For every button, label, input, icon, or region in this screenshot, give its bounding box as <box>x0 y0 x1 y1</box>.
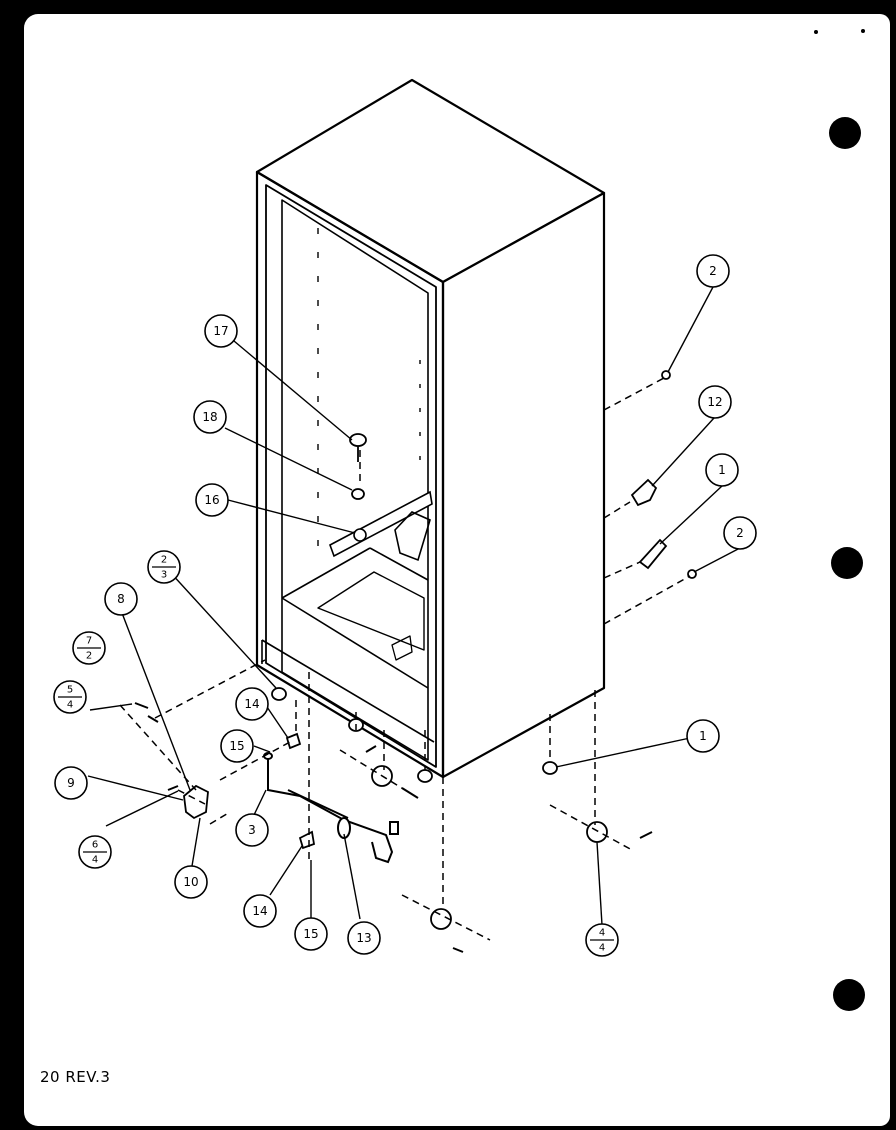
svg-text:15: 15 <box>303 927 318 941</box>
svg-text:1: 1 <box>718 463 726 477</box>
svg-text:6: 6 <box>92 840 98 851</box>
callout-15-upper: 15 <box>220 729 254 763</box>
leader-lines <box>87 286 741 926</box>
svg-text:10: 10 <box>183 875 198 889</box>
screw <box>661 370 671 380</box>
callout-3: 3 <box>235 813 269 847</box>
svg-text:4: 4 <box>599 943 605 954</box>
liner-bottom-left <box>281 547 371 599</box>
hinge-assembly <box>183 784 209 820</box>
callout-fraction-5-4: 5 4 <box>53 680 87 714</box>
svg-text:8: 8 <box>117 592 125 606</box>
svg-text:16: 16 <box>204 493 219 507</box>
callout-fraction-6-4: 6 4 <box>78 835 112 869</box>
speck-mark <box>814 30 818 34</box>
callout-17: 17 <box>204 314 238 348</box>
roller <box>586 821 608 843</box>
binder-hole-bottom <box>833 979 865 1011</box>
grommet <box>271 687 287 701</box>
svg-text:2: 2 <box>709 264 717 278</box>
svg-text:5: 5 <box>67 685 73 696</box>
screw-marks <box>134 702 653 953</box>
liner-floor-edge <box>281 597 429 689</box>
svg-text:17: 17 <box>213 324 228 338</box>
liner-floor-recess <box>317 571 425 651</box>
callout-fraction-7-2: 7 2 <box>72 631 106 665</box>
svg-text:7: 7 <box>86 636 92 647</box>
clip <box>285 732 302 750</box>
callout-13: 13 <box>347 921 381 955</box>
svg-text:15: 15 <box>229 739 244 753</box>
svg-text:2: 2 <box>736 526 744 540</box>
svg-text:2: 2 <box>161 555 167 566</box>
clip <box>298 830 316 850</box>
svg-text:4: 4 <box>92 855 98 866</box>
svg-text:3: 3 <box>248 823 256 837</box>
callout-9: 9 <box>54 766 88 800</box>
callout-16: 16 <box>195 483 229 517</box>
side-parts <box>183 370 697 930</box>
cabinet-side <box>441 191 606 779</box>
liner-bottom-back <box>369 547 429 581</box>
hinge-pin <box>638 538 668 570</box>
cabinet <box>255 78 606 779</box>
callout-18: 18 <box>193 400 227 434</box>
speck-mark <box>861 29 865 33</box>
liner-floor-tab <box>391 635 413 661</box>
callout-14-lower: 14 <box>243 894 277 928</box>
svg-text:12: 12 <box>707 395 722 409</box>
callout-8: 8 <box>104 582 138 616</box>
evaporator-bracket <box>329 490 433 562</box>
hinge-bracket <box>630 478 658 507</box>
callout-14-upper: 14 <box>235 687 269 721</box>
callout-10: 10 <box>174 865 208 899</box>
callout-1-foot: 1 <box>686 719 720 753</box>
leveler-foot <box>542 761 558 775</box>
svg-text:3: 3 <box>161 570 167 581</box>
svg-text:4: 4 <box>599 928 605 939</box>
callout-1-side: 1 <box>705 453 739 487</box>
drain-fitting <box>349 433 367 500</box>
callout-fraction-2-3: 2 3 <box>147 550 181 584</box>
leveler-foot <box>417 769 433 783</box>
svg-text:1: 1 <box>699 729 707 743</box>
callout-12: 12 <box>698 385 732 419</box>
svg-text:2: 2 <box>86 651 92 662</box>
roller <box>430 908 452 930</box>
callout-15-lower: 15 <box>294 917 328 951</box>
page-footer-label: 20 REV.3 <box>40 1068 111 1086</box>
bottom-base-front <box>261 639 435 743</box>
callout-2-lower: 2 <box>723 516 757 550</box>
binder-hole-top <box>829 117 861 149</box>
svg-text:4: 4 <box>67 700 73 711</box>
svg-text:18: 18 <box>202 410 217 424</box>
callout-fraction-4-4: 4 4 <box>585 923 619 957</box>
svg-text:13: 13 <box>356 931 371 945</box>
callout-2-top: 2 <box>696 254 730 288</box>
svg-text:9: 9 <box>67 776 75 790</box>
assembly-dashes <box>119 377 691 941</box>
binder-hole-middle <box>831 547 863 579</box>
svg-text:14: 14 <box>244 697 259 711</box>
svg-text:14: 14 <box>252 904 267 918</box>
liner-opening <box>281 199 429 761</box>
front-flange-inner <box>265 184 437 768</box>
